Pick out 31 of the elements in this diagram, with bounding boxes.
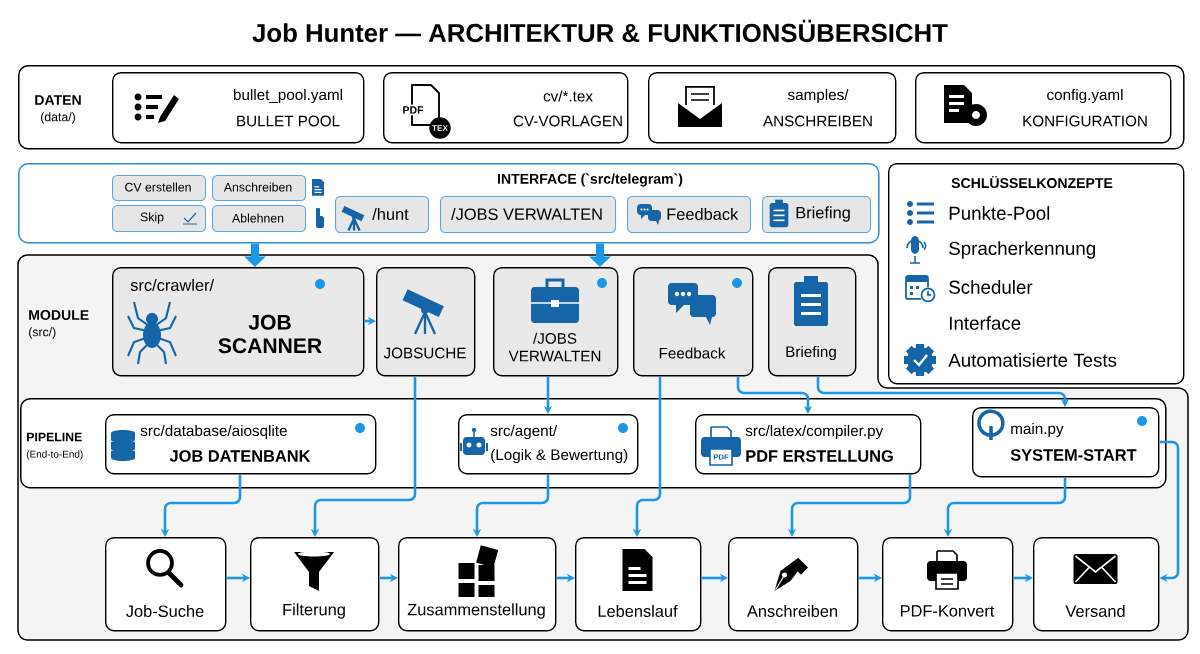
command-button: Briefing	[762, 196, 872, 234]
step-card: Zusammenstellung	[398, 537, 557, 632]
arrow	[816, 376, 1070, 407]
concepts-panel: SCHLÜSSELKONZEPTE Punkte-Pool Spracherkennung Scheduler Interface Automatisierte Tests	[888, 163, 1185, 385]
module-card: Feedback	[633, 267, 754, 377]
step-card: PDF-Konvert	[882, 537, 1014, 632]
step-card: Job-Suche	[105, 537, 227, 632]
command-button: Skip	[112, 205, 207, 233]
command-button: Anschreiben	[212, 175, 307, 202]
component-card: src/agent/ (Logik & Bewertung)	[458, 414, 639, 475]
command-button: Ablehnen	[212, 205, 307, 233]
step-card: Versand	[1033, 537, 1160, 632]
module-card: Briefing	[768, 267, 857, 377]
file-type-label: PDF	[400, 104, 426, 116]
file-type-label: TEX	[429, 117, 451, 139]
file-card: config.yaml KONFIGURATION	[915, 72, 1172, 144]
module-card: src/crawler/ JOB SCANNER	[112, 267, 365, 377]
command-button: CV erstellen	[112, 175, 207, 202]
step-card: Filterung	[250, 537, 380, 632]
command-button: /hunt	[335, 196, 430, 234]
step-card: Anschreiben	[728, 537, 859, 632]
file-card: samples/ ANSCHREIBEN	[648, 72, 897, 144]
command-button: Feedback	[627, 196, 752, 234]
step-card: Lebenslauf	[575, 537, 702, 632]
component-card: main.py SYSTEM-START	[972, 407, 1160, 478]
title: Job Hunter — ARCHITEKTUR & FUNKTIONSÜBERSICHT	[252, 19, 948, 43]
file-card: bullet_pool.yaml BULLET POOL	[112, 72, 365, 144]
component-card: src/database/aiosqlite JOB DATENBANK	[105, 414, 377, 475]
command-button: /JOBS VERWALTEN	[440, 196, 617, 234]
module-card: /JOBS VERWALTEN	[493, 267, 619, 377]
module-card: JOBSUCHE	[376, 267, 476, 377]
